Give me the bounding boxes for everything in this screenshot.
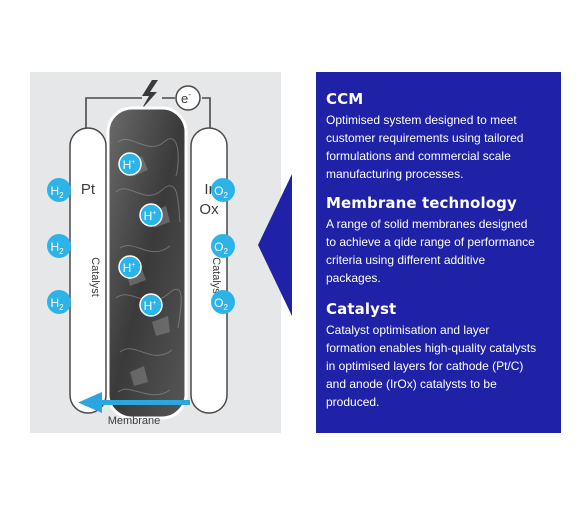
hydrogen-bubble: H2 xyxy=(47,290,71,314)
section-line: Optimised system designed to meet xyxy=(326,113,517,127)
section-line: packages. xyxy=(326,271,381,285)
circuit-wire xyxy=(85,97,211,128)
hydrogen-bubble: H2 xyxy=(47,234,71,258)
section-membrane-technology: Membrane technology A range of solid mem… xyxy=(326,194,558,287)
oxygen-bubble: O2 xyxy=(211,290,235,314)
electron-circle xyxy=(175,85,201,111)
cathode-electrode xyxy=(69,127,107,414)
proton-bubble: H+ xyxy=(118,255,142,279)
svg-text:H2: H2 xyxy=(50,184,64,200)
cathode-label: Pt xyxy=(81,181,96,198)
membrane-label: Membrane xyxy=(108,415,161,427)
arrow-left-icon xyxy=(78,392,190,413)
anode-label-line2: Ox xyxy=(199,201,219,218)
section-line: customer requirements using tailored xyxy=(326,131,524,145)
section-ccm: CCM Optimised system designed to meet cu… xyxy=(326,90,558,183)
anode-label-line1: Ir xyxy=(204,181,213,198)
hydrogen-bubble: H2 xyxy=(47,178,71,202)
section-body: A range of solid membranes designed to a… xyxy=(326,215,558,287)
section-line: formation enables high-quality catalysts xyxy=(326,341,537,355)
cathode-catalyst-label: Catalyst xyxy=(89,257,101,297)
section-body: Optimised system designed to meet custom… xyxy=(326,111,558,183)
info-panel: CCM Optimised system designed to meet cu… xyxy=(316,72,561,433)
proton-bubble: H+ xyxy=(139,293,163,317)
section-line: A range of solid membranes designed xyxy=(326,217,528,231)
anode-catalyst-label: Catalyst xyxy=(210,257,222,297)
pointer-arrow xyxy=(258,174,292,316)
electrolyser-diagram: e- Pt Catalyst Ir Ox Catalyst H+ H+ H+ xyxy=(30,72,281,433)
oxygen-bubble: O2 xyxy=(211,234,235,258)
section-body: Catalyst optimisation and layer formatio… xyxy=(326,321,558,411)
section-line: Catalyst optimisation and layer xyxy=(326,323,490,337)
section-catalyst: Catalyst Catalyst optimisation and layer… xyxy=(326,300,558,411)
section-line: in optimised layers for cathode (Pt/C) xyxy=(326,359,524,373)
section-title: Catalyst xyxy=(326,300,397,318)
svg-text:H+: H+ xyxy=(123,158,136,172)
svg-text:H+: H+ xyxy=(144,299,157,313)
section-line: to achieve a qide range of performance xyxy=(326,235,535,249)
svg-text:H2: H2 xyxy=(50,296,64,312)
section-line: and anode (IrOx) catalysts to be xyxy=(326,377,497,391)
svg-text:H+: H+ xyxy=(144,209,157,223)
section-line: produced. xyxy=(326,395,380,409)
svg-text:H+: H+ xyxy=(123,261,136,275)
section-title: Membrane technology xyxy=(326,194,517,212)
membrane-core xyxy=(106,106,188,420)
lightning-icon xyxy=(141,80,158,110)
section-line: criteria using different additive xyxy=(326,253,486,267)
proton-bubble: H+ xyxy=(139,203,163,227)
svg-text:H2: H2 xyxy=(50,240,64,256)
section-title: CCM xyxy=(326,90,364,108)
section-line: manufacturing processes. xyxy=(326,167,464,181)
electron-label: e- xyxy=(181,90,191,106)
membrane-texture xyxy=(115,138,182,396)
oxygen-bubble: O2 xyxy=(211,178,235,202)
proton-bubble: H+ xyxy=(118,152,142,176)
svg-text:O2: O2 xyxy=(214,240,228,256)
section-line: formulations and commercial scale xyxy=(326,149,511,163)
svg-text:O2: O2 xyxy=(214,296,228,312)
svg-text:O2: O2 xyxy=(214,184,228,200)
